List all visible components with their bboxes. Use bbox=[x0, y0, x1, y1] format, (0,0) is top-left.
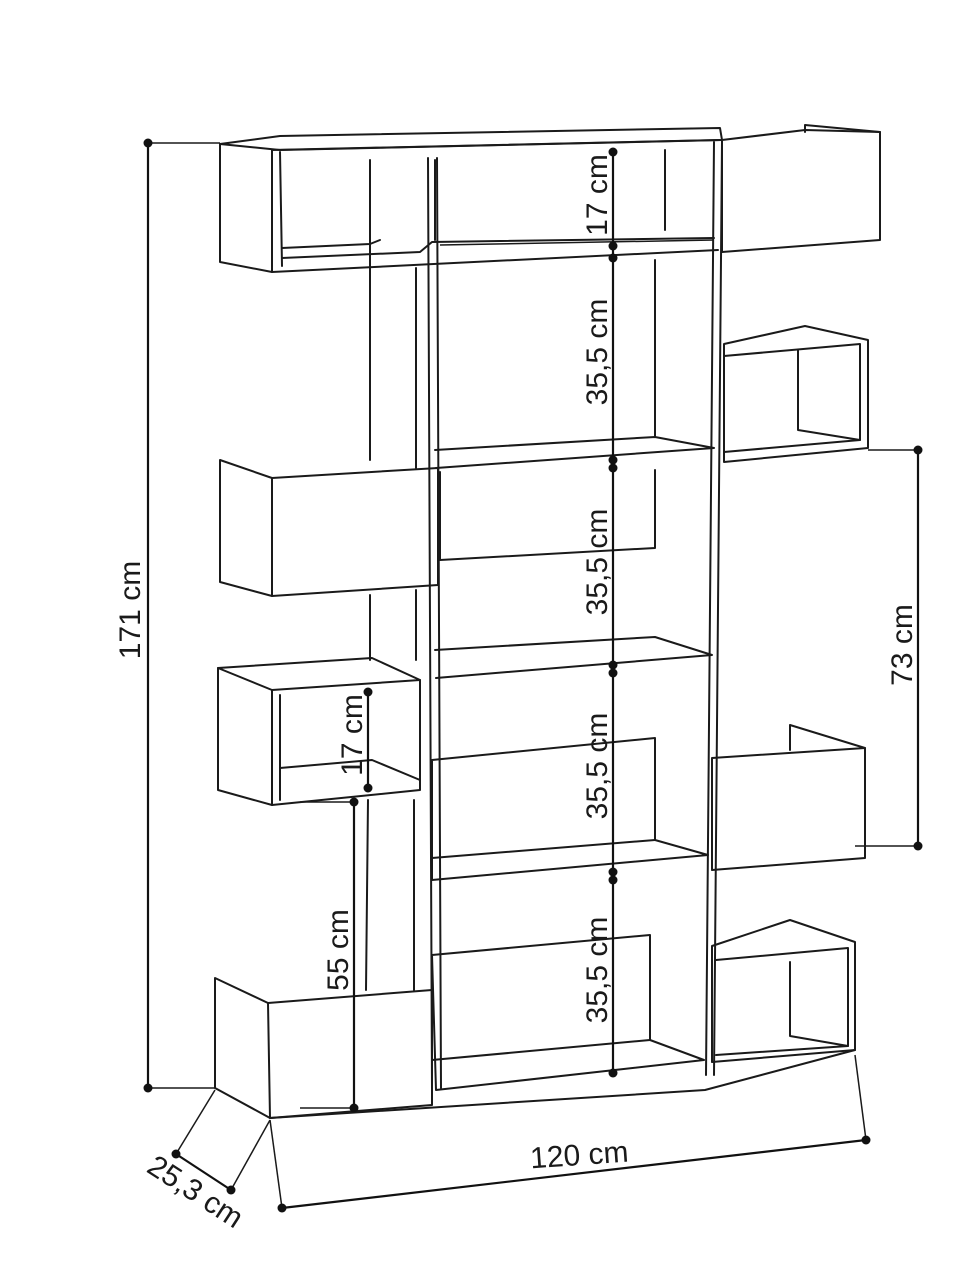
dimension-lines bbox=[143, 138, 923, 1213]
label-top-shelf: 17 cm bbox=[581, 154, 614, 236]
label-left-small: 17 cm bbox=[336, 694, 369, 776]
label-mid-2: 35,5 cm bbox=[581, 509, 614, 616]
center-uprights bbox=[365, 141, 723, 1089]
top-shelf bbox=[219, 127, 723, 273]
label-mid-3: 35,5 cm bbox=[581, 713, 614, 820]
label-total-height: 171 cm bbox=[114, 561, 147, 659]
bookshelf-drawing bbox=[214, 124, 881, 1119]
label-left-bottom: 55 cm bbox=[322, 909, 355, 991]
box-left-open bbox=[217, 657, 421, 806]
center-shelves bbox=[431, 259, 715, 1091]
box-right-bottom bbox=[711, 919, 856, 1063]
box-right-door bbox=[711, 724, 866, 871]
box-left-bottom bbox=[214, 977, 433, 1119]
label-mid-1: 35,5 cm bbox=[581, 299, 614, 406]
label-width: 120 cm bbox=[529, 1136, 629, 1176]
box-top-right bbox=[721, 124, 881, 253]
box-left-door bbox=[219, 459, 439, 597]
label-right-height: 73 cm bbox=[886, 604, 919, 686]
dimension-labels: 171 cm 17 cm 35,5 cm 35,5 cm 35,5 cm 35,… bbox=[114, 154, 919, 1235]
box-right-mid bbox=[723, 325, 869, 463]
base-plinth bbox=[269, 1049, 856, 1119]
label-mid-4: 35,5 cm bbox=[581, 917, 614, 1024]
